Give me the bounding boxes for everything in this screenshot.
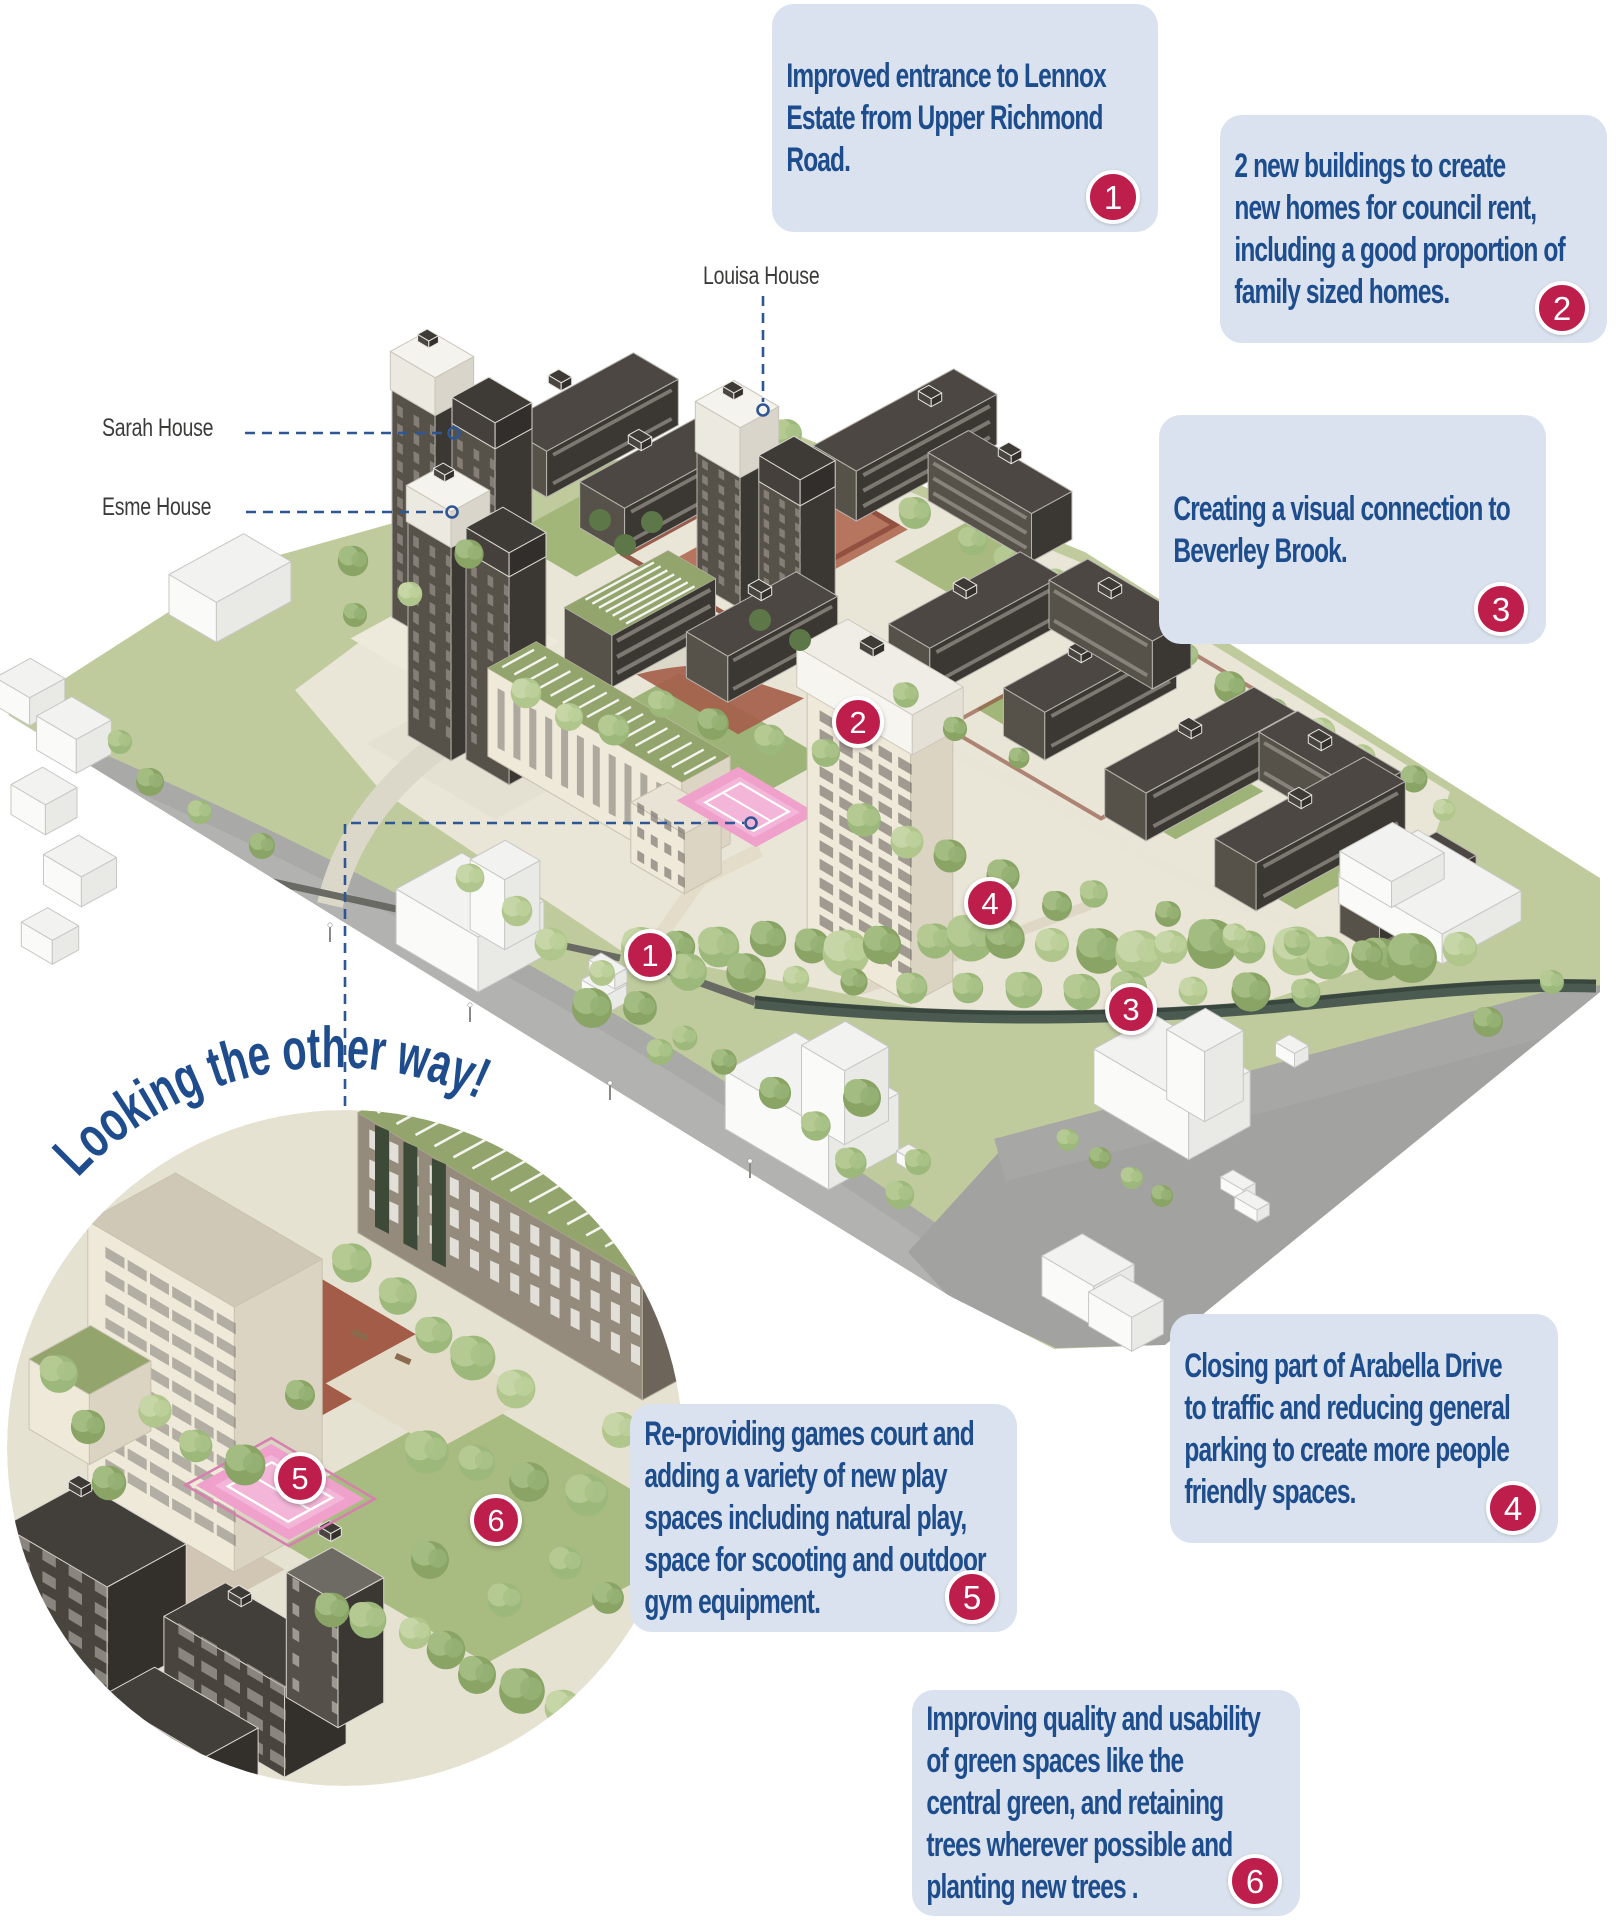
- label-sarah-house: Sarah House: [102, 414, 214, 442]
- callout-1: Improved entrance to Lennox Estate from …: [772, 4, 1158, 232]
- label-louisa-house: Louisa House: [703, 262, 820, 290]
- map-marker-1-number: 1: [641, 937, 659, 973]
- context-building: [168, 533, 292, 643]
- callout-3: Creating a visual connection to Beverley…: [1159, 415, 1546, 644]
- label-esme-house: Esme House: [102, 493, 212, 521]
- main-axonometric: [0, 328, 1600, 1352]
- leader-lines: [245, 296, 770, 1106]
- context-building: [0, 657, 66, 727]
- callout-2: 2 new buildings to create new homes for …: [1220, 115, 1607, 343]
- callout-4-text: Closing part of Arabella Drive to traffi…: [1184, 1346, 1510, 1511]
- callout-2-text: 2 new buildings to create new homes for …: [1234, 147, 1565, 311]
- callout-1-number-badge: 1: [1086, 170, 1140, 224]
- games-court: [676, 766, 818, 848]
- terrace-block: [927, 430, 1073, 562]
- context-building: [36, 696, 112, 774]
- callout-1-number: 1: [1103, 178, 1123, 216]
- context-building: [10, 766, 78, 836]
- callout-5: Re-providing games court and adding a va…: [630, 1404, 1017, 1632]
- callout-3-number: 3: [1491, 590, 1511, 628]
- callout-5-number: 5: [962, 1578, 982, 1616]
- callout-5-text: Re-providing games court and adding a va…: [644, 1415, 986, 1621]
- callout-4-number-badge: 4: [1486, 1481, 1540, 1535]
- inset-photo: [7, 1110, 683, 1786]
- callout-2-number-badge: 2: [1535, 281, 1589, 335]
- callout-6-number: 6: [1245, 1862, 1265, 1900]
- inset-marker-6-number: 6: [487, 1502, 505, 1538]
- map-marker-4-number: 4: [981, 885, 999, 921]
- map-marker-2: 2: [832, 696, 884, 748]
- inset-marker-6: 6: [470, 1494, 522, 1546]
- map-marker-1: 1: [624, 929, 676, 981]
- inset-marker-5-number: 5: [291, 1460, 309, 1496]
- callout-6: Improving quality and usability of green…: [912, 1690, 1300, 1916]
- terrace-block: [1214, 756, 1406, 912]
- callout-4-number: 4: [1503, 1489, 1523, 1527]
- callout-3-text: Creating a visual connection to Beverley…: [1173, 489, 1510, 570]
- callout-1-text: Improved entrance to Lennox Estate from …: [786, 57, 1106, 179]
- callout-3-number-badge: 3: [1474, 582, 1528, 636]
- map-marker-4: 4: [964, 877, 1016, 929]
- terrace-block: [888, 551, 1062, 697]
- context-building: [43, 834, 117, 908]
- terrace-block: [1048, 558, 1192, 690]
- map-marker-3-number: 3: [1122, 991, 1140, 1027]
- callout-6-text: Improving quality and usability of green…: [926, 1700, 1261, 1906]
- callout-6-number-badge: 6: [1228, 1854, 1282, 1908]
- callout-2-number: 2: [1552, 289, 1572, 327]
- inset-marker-5: 5: [274, 1452, 326, 1504]
- context-building: [20, 907, 80, 965]
- trees: [107, 509, 1564, 1210]
- map-marker-2-number: 2: [849, 704, 867, 740]
- callout-4: Closing part of Arabella Drive to traffi…: [1170, 1314, 1558, 1543]
- map-marker-3: 3: [1105, 983, 1157, 1035]
- new-building-low: [630, 781, 722, 895]
- callout-5-number-badge: 5: [945, 1570, 999, 1624]
